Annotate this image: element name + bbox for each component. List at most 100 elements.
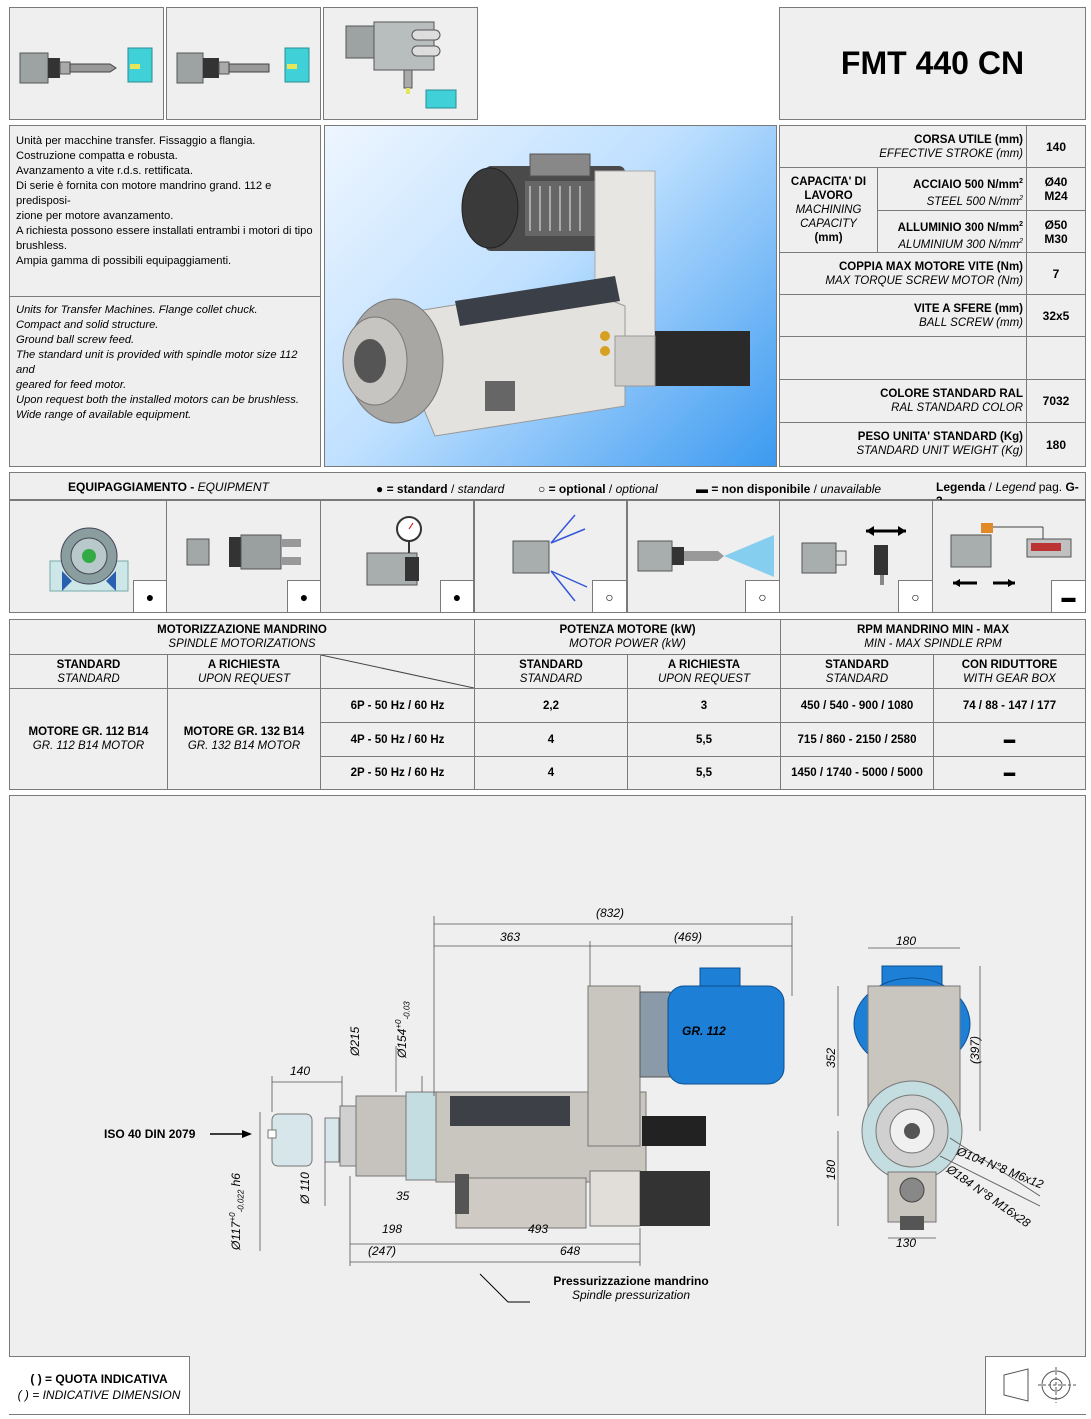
label-it: PESO UNITA' STANDARD (Kg) — [857, 431, 1023, 443]
tolerance-down: -0.03 — [402, 1001, 412, 1020]
equipment-title-it: EQUIPAGGIAMENTO - — [68, 480, 195, 494]
front-view-drawing — [853, 965, 971, 1230]
note-it: ( ) = QUOTA INDICATIVA — [30, 1372, 168, 1386]
header-en: SPINDLE MOTORIZATIONS — [168, 638, 316, 650]
dim-215: Ø215 — [348, 1026, 362, 1056]
spec-stroke-label: CORSA UTILE (mm) EFFECTIVE STROKE (mm) — [779, 125, 1027, 168]
sub-en: UPON REQUEST — [657, 672, 750, 685]
tolerance-down: -0.022 — [236, 1189, 246, 1213]
spec-screw-value: 32x5 — [1026, 294, 1086, 337]
dim-198: 198 — [382, 1222, 403, 1236]
spec-screw-label: VITE A SFERE (mm) BALL SCREW (mm) — [779, 294, 1027, 337]
motor-size-label: GR. 112 — [682, 1024, 726, 1038]
sub-en: STANDARD — [825, 672, 889, 685]
equipment-header: EQUIPAGGIAMENTO - EQUIPMENT ● = standard… — [9, 472, 1086, 508]
label-en: STEEL 500 N/mm — [926, 195, 1020, 208]
value: Ø50 — [1044, 217, 1068, 232]
value: Ø40 — [1044, 175, 1068, 189]
table-row-gear: ▬ — [933, 722, 1086, 757]
pressurization-en: Spindle pressurization — [571, 1288, 691, 1302]
label-it: ACCIAIO 500 N/mm — [913, 178, 1020, 191]
desc-it-line: Di serie è fornita con motore mandrino g… — [16, 180, 272, 207]
motor-it: MOTORE GR. 112 B14 — [28, 726, 149, 738]
value: M30 — [1044, 231, 1068, 246]
legend-reference[interactable]: Legenda / Legend pag. G-3 — [936, 480, 1085, 508]
iso-label: ISO 40 DIN 2079 — [104, 1127, 196, 1141]
table-row-power-std: 2,2 — [474, 688, 628, 723]
sub-it: STANDARD — [825, 658, 889, 671]
tolerance-up: +0 — [394, 1019, 403, 1029]
table-row-power-std: 4 — [474, 722, 628, 757]
icon-drill-tool — [9, 7, 164, 120]
dim-247: (247) — [368, 1244, 397, 1258]
legend-text-it: = standard — [386, 482, 448, 496]
spec-steel-label: ACCIAIO 500 N/mm2 STEEL 500 N/mm2 — [877, 167, 1027, 211]
legend-text-en: unavailable — [820, 482, 882, 496]
label-it: LAVORO — [804, 190, 853, 202]
header-en: MOTOR POWER (kW) — [569, 638, 686, 650]
desc-en-line: Upon request both the installed motors c… — [16, 394, 299, 406]
table-row-poles: 2P - 50 Hz / 60 Hz — [320, 756, 475, 790]
spec-table: CORSA UTILE (mm) EFFECTIVE STROKE (mm) 1… — [779, 125, 1086, 467]
mt-header-power: POTENZA MOTORE (kW) MOTOR POWER (kW) — [474, 619, 781, 655]
spec-weight-label: PESO UNITA' STANDARD (Kg) STANDARD UNIT … — [779, 422, 1027, 467]
table-row-power-req: 3 — [627, 688, 781, 723]
pressurization-label: Pressurizzazione mandrino Spindle pressu… — [536, 1274, 726, 1302]
equipment-item-coolant-external — [474, 500, 627, 613]
projection-cone-icon — [1003, 1368, 1029, 1402]
sub-en: WITH GEAR BOX — [963, 672, 1056, 685]
tolerance-up: +0 — [228, 1212, 237, 1222]
label-en: EFFECTIVE STROKE (mm) — [879, 148, 1023, 160]
mt-sub-rpm-standard: STANDARD STANDARD — [780, 654, 934, 689]
spec-alu-value: Ø50 M30 — [1026, 210, 1086, 253]
dim-154: Ø154+0-0.03 — [394, 1001, 411, 1058]
desc-en-line: geared for feed motor. — [16, 379, 127, 391]
table-row-poles: 4P - 50 Hz / 60 Hz — [320, 722, 475, 757]
sub-it: A RICHIESTA — [667, 658, 741, 671]
pressurization-it: Pressurizzazione mandrino — [553, 1274, 709, 1288]
equipment-item-multispindle — [166, 500, 321, 613]
dim-352: 352 — [824, 1047, 838, 1068]
legend-text-it: = optional — [548, 482, 606, 496]
product-photo — [324, 125, 777, 467]
mt-sub-power-standard: STANDARD STANDARD — [474, 654, 628, 689]
superscript: 2 — [1019, 194, 1023, 202]
motor-en: GR. 112 B14 MOTOR — [32, 740, 145, 752]
table-row-rpm: 715 / 860 - 2150 / 2580 — [780, 722, 934, 757]
label-unit: (mm) — [814, 232, 843, 244]
desc-en-line: Units for Transfer Machines. Flange coll… — [16, 304, 258, 316]
label-it: VITE A SFERE (mm) — [913, 303, 1023, 315]
legend-text-en: standard — [457, 482, 505, 496]
mt-sub-standard: STANDARD STANDARD — [9, 654, 168, 689]
table-row-power-req: 5,5 — [627, 756, 781, 790]
table-row-rpm: 1450 / 1740 - 5000 / 5000 — [780, 756, 934, 790]
sub-it: STANDARD — [56, 658, 121, 671]
superscript: 2 — [1019, 237, 1023, 245]
label-en: STANDARD UNIT WEIGHT (Kg) — [856, 445, 1023, 457]
note-en: ( ) = INDICATIVE DIMENSION — [17, 1388, 181, 1402]
superscript: 2 — [1019, 221, 1023, 228]
mt-motor-standard: MOTORE GR. 112 B14 GR. 112 B14 MOTOR — [9, 688, 168, 790]
header-it: MOTORIZZAZIONE MANDRINO — [157, 624, 327, 636]
sub-en: STANDARD — [519, 672, 583, 685]
label-it: COPPIA MAX MOTORE VITE (Nm) — [838, 261, 1023, 273]
header-it: RPM MANDRINO MIN - MAX — [856, 624, 1010, 636]
standard-symbol: ● — [376, 482, 384, 496]
table-row-rpm: 450 / 540 - 900 / 1080 — [780, 688, 934, 723]
description-it: Unità per macchine transfer. Fissaggio a… — [9, 125, 321, 297]
desc-it-line: zione per motore avanzamento. — [16, 210, 174, 222]
desc-en-line: Compact and solid structure. — [16, 319, 159, 331]
label-en: RAL STANDARD COLOR — [891, 402, 1023, 414]
dim-493: 493 — [528, 1222, 549, 1236]
desc-it-line: Unità per macchine transfer. Fissaggio a… — [16, 135, 256, 147]
dim-110: Ø 110 — [298, 1172, 312, 1204]
mt-sub-request: A RICHIESTA UPON REQUEST — [167, 654, 321, 689]
indicative-note: ( ) = QUOTA INDICATIVA ( ) = INDICATIVE … — [9, 1356, 190, 1414]
legend-standard: ● = standard / standard — [376, 482, 505, 496]
legend-en: Legend — [995, 480, 1036, 494]
equipment-symbol: ○ — [745, 580, 780, 613]
side-view-drawing — [267, 967, 785, 1229]
motor-en: GR. 132 B14 MOTOR — [187, 740, 301, 752]
mt-header-rpm: RPM MANDRINO MIN - MAX MIN - MAX SPINDLE… — [780, 619, 1086, 655]
equipment-symbol: ○ — [898, 580, 933, 613]
